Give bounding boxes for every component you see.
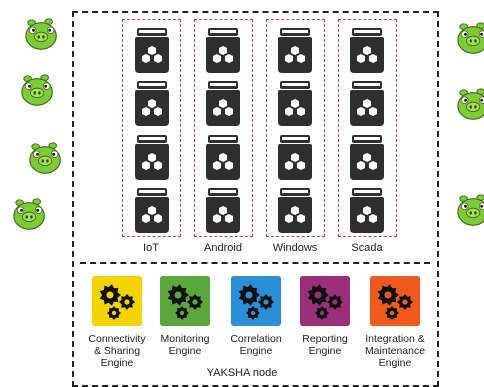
pig-icon (457, 88, 484, 120)
jar-icon (350, 81, 384, 126)
gears-icon (92, 276, 142, 326)
column-frame-scada (338, 19, 397, 237)
jar-icon (350, 188, 384, 233)
jar-icon (278, 28, 312, 73)
pig-icon (13, 198, 45, 230)
pig-icon (25, 18, 57, 50)
correlation-engine-label: Correlation Engine (216, 333, 296, 357)
section-divider (80, 262, 430, 264)
jar-icon (206, 188, 240, 233)
jar-icon (278, 135, 312, 180)
jar-icon (135, 188, 169, 233)
jar-icon (135, 81, 169, 126)
connectivity-engine-label: Connectivity & Sharing Engine (77, 333, 157, 369)
reporting-engine-tile (300, 276, 350, 326)
reporting-engine-label: Reporting Engine (285, 333, 365, 357)
label-line: Engine (239, 345, 273, 357)
node-label: YAKSHA node (206, 367, 278, 379)
jar-icon (206, 28, 240, 73)
integration-engine-label: Integration & Maintenance Engine (355, 333, 435, 369)
jar-icon (350, 135, 384, 180)
jar-icon (278, 188, 312, 233)
gears-icon (370, 276, 420, 326)
pig-icon (29, 142, 61, 174)
correlation-engine-tile (231, 276, 281, 326)
jar-icon (278, 81, 312, 126)
label-line: Engine (378, 357, 412, 369)
label-line: Engine (308, 345, 342, 357)
connectivity-engine-tile (92, 276, 142, 326)
label-line: Maintenance (364, 345, 426, 357)
label-line: Integration & (365, 333, 425, 345)
jar-icon (206, 135, 240, 180)
monitoring-engine-label: Monitoring Engine (145, 333, 225, 357)
jar-icon (135, 135, 169, 180)
gears-icon (160, 276, 210, 326)
column-label-iot: IoT (143, 242, 159, 254)
jar-icon (350, 28, 384, 73)
integration-engine-tile (370, 276, 420, 326)
monitoring-engine-tile (160, 276, 210, 326)
column-frame-android (194, 19, 253, 237)
column-frame-windows (266, 19, 325, 237)
gears-icon (300, 276, 350, 326)
gears-icon (231, 276, 281, 326)
label-line: Engine (100, 357, 134, 369)
pig-icon (21, 74, 53, 106)
column-label-windows: Windows (272, 242, 318, 254)
column-frame-iot (122, 19, 181, 237)
label-line: & Sharing (93, 345, 141, 357)
pig-icon (457, 22, 484, 54)
column-label-android: Android (204, 242, 242, 254)
jar-icon (135, 28, 169, 73)
pig-icon (457, 194, 484, 226)
label-line: Correlation (230, 333, 282, 345)
jar-icon (206, 81, 240, 126)
column-label-scada: Scada (351, 242, 383, 254)
label-line: Engine (168, 345, 202, 357)
label-line: Reporting (302, 333, 348, 345)
label-line: Monitoring (160, 333, 210, 345)
label-line: Connectivity (88, 333, 146, 345)
